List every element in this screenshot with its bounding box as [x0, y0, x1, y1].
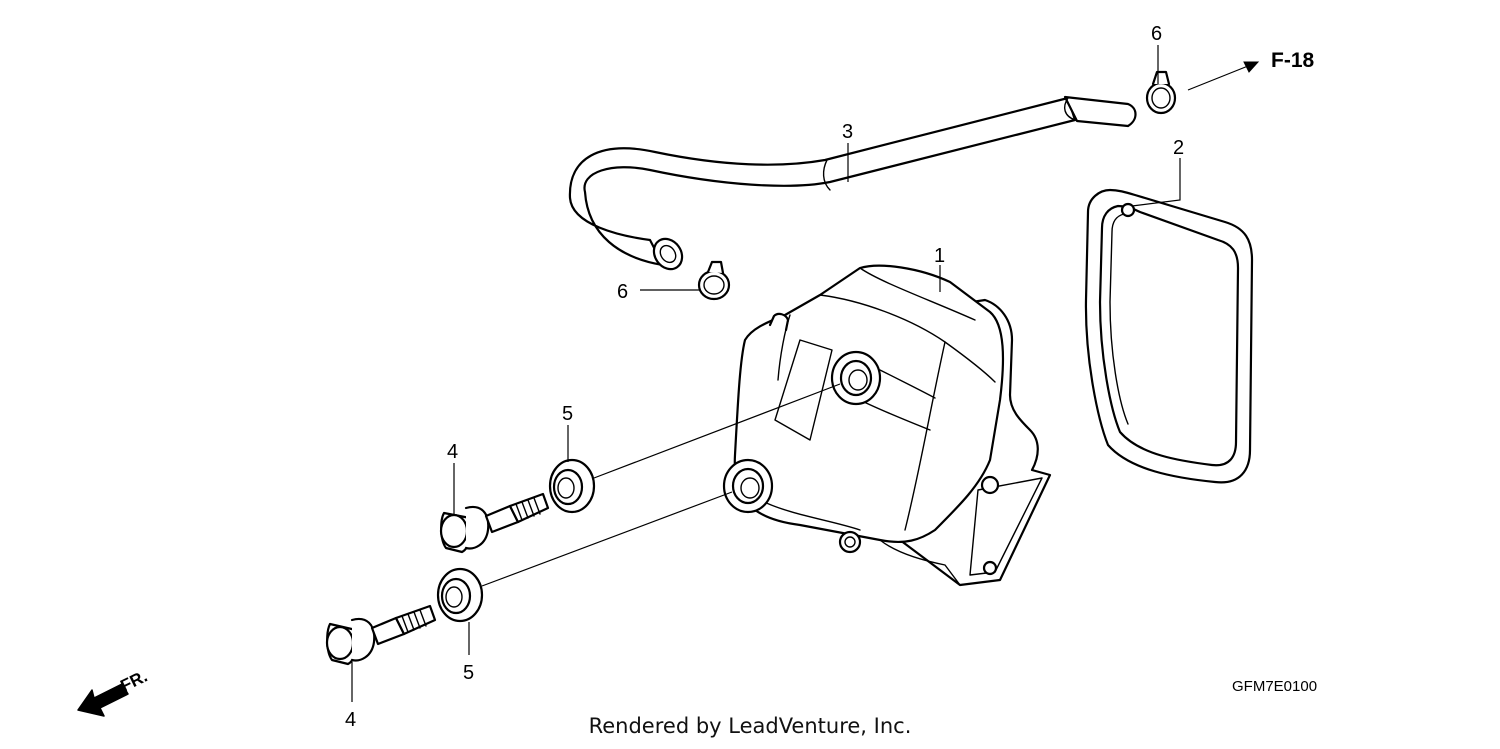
- callout-clip-left[interactable]: 6: [617, 281, 628, 303]
- footer-credit: Rendered by LeadVenture, Inc.: [588, 714, 912, 738]
- callout-bolt-upper[interactable]: 4: [447, 441, 458, 463]
- callout-cover[interactable]: 1: [934, 245, 945, 267]
- callout-tube[interactable]: 3: [842, 121, 853, 143]
- front-arrow-icon: [77, 683, 129, 717]
- reference-arrow: [1187, 61, 1260, 91]
- breather-tube[interactable]: [568, 95, 1137, 275]
- reference-code[interactable]: F-18: [1271, 49, 1315, 72]
- callout-bolt-lower[interactable]: 4: [345, 709, 356, 731]
- hose-clip-left[interactable]: [697, 260, 731, 301]
- assembly-line-lower: [481, 491, 733, 587]
- bolt-upper[interactable]: [439, 492, 550, 554]
- callout-washer-upper[interactable]: 5: [562, 403, 573, 425]
- leader-gasket: [1131, 158, 1181, 207]
- hose-clip-upper[interactable]: [1145, 70, 1177, 115]
- sealing-washer-lower[interactable]: [436, 567, 484, 623]
- cover-gasket[interactable]: [1084, 188, 1254, 484]
- front-direction-indicator: FR.: [77, 667, 150, 717]
- bolt-lower[interactable]: [325, 604, 437, 666]
- cylinder-head-cover[interactable]: [722, 264, 1052, 587]
- sealing-washer-upper[interactable]: [548, 458, 596, 514]
- diagram-code: GFM7E0100: [1232, 678, 1317, 695]
- assembly-line-upper: [593, 383, 841, 479]
- callout-gasket[interactable]: 2: [1173, 137, 1184, 159]
- callout-clip-upper[interactable]: 6: [1151, 23, 1162, 45]
- callout-washer-lower[interactable]: 5: [463, 662, 474, 684]
